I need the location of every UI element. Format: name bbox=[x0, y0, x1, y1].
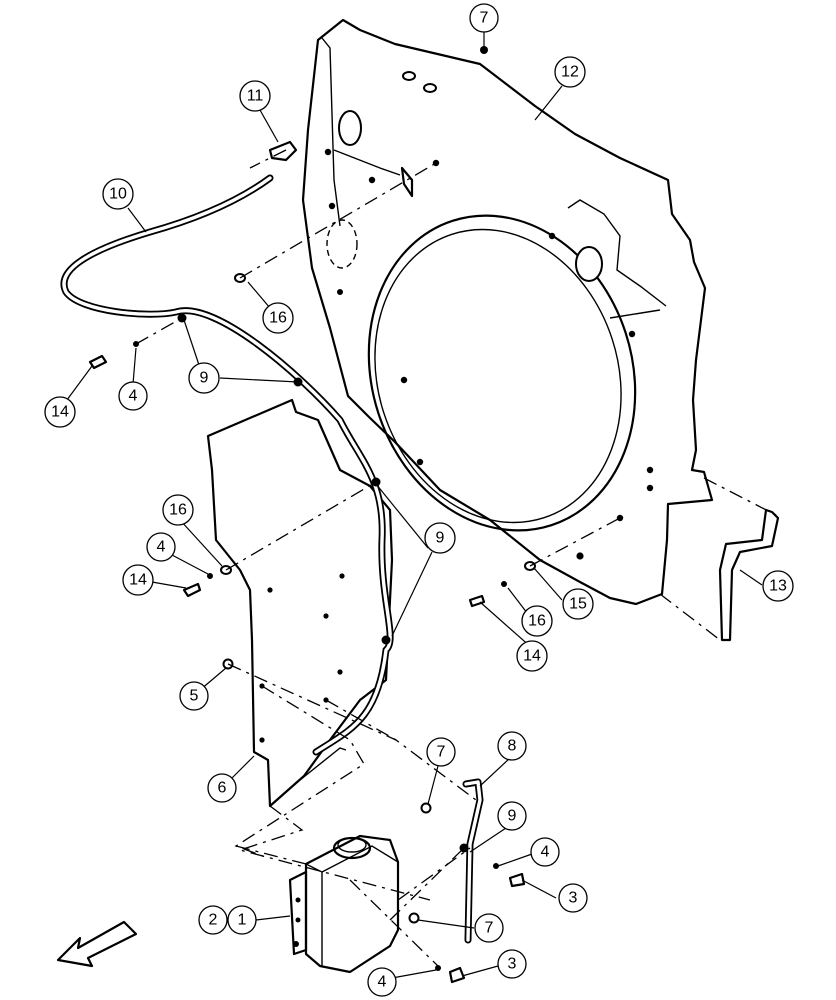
svg-text:3: 3 bbox=[508, 956, 517, 973]
svg-text:7: 7 bbox=[437, 744, 446, 761]
svg-text:16: 16 bbox=[269, 310, 287, 327]
coolant-reservoir bbox=[288, 834, 400, 974]
svg-text:10: 10 bbox=[109, 186, 127, 203]
callout-7-top: 7 bbox=[469, 3, 499, 33]
svg-text:9: 9 bbox=[436, 530, 445, 547]
svg-text:14: 14 bbox=[51, 404, 69, 421]
support-bracket bbox=[718, 508, 780, 642]
svg-text:4: 4 bbox=[378, 974, 387, 991]
callout-16-c: 16 bbox=[521, 605, 553, 637]
nut-4c bbox=[501, 581, 507, 587]
svg-text:3: 3 bbox=[569, 890, 578, 907]
bolt-14b bbox=[182, 582, 202, 598]
overflow-hose bbox=[60, 174, 394, 756]
callout-4-d: 4 bbox=[367, 967, 397, 997]
callout-5: 5 bbox=[179, 681, 209, 711]
callout-9-c: 9 bbox=[424, 522, 456, 554]
svg-text:4: 4 bbox=[541, 844, 550, 861]
svg-text:14: 14 bbox=[129, 572, 147, 589]
svg-text:5: 5 bbox=[190, 688, 199, 705]
nut-4d bbox=[493, 863, 499, 869]
clamp-9c bbox=[371, 477, 381, 487]
reservoir-hose bbox=[462, 778, 484, 944]
callout-6: 6 bbox=[207, 773, 237, 803]
callout-14-c: 14 bbox=[516, 640, 548, 672]
callout-4-a: 4 bbox=[118, 381, 148, 411]
callout-13: 13 bbox=[762, 570, 794, 602]
clamp-9d bbox=[381, 635, 391, 645]
callout-9-d: 9 bbox=[497, 801, 527, 831]
svg-text:12: 12 bbox=[561, 64, 579, 81]
fan-shroud bbox=[301, 18, 714, 606]
nut-7a bbox=[420, 802, 432, 814]
nut-7b bbox=[408, 912, 420, 924]
svg-text:14: 14 bbox=[523, 648, 541, 665]
callout-2: 2 bbox=[198, 905, 228, 935]
callout-12: 12 bbox=[554, 56, 586, 88]
assembly-lines bbox=[135, 149, 779, 969]
nut-4e bbox=[435, 965, 441, 971]
callout-16-a: 16 bbox=[262, 302, 294, 334]
callouts: 7 12 11 10 16 9 9 14 4 16 4 14 9 13 15 1… bbox=[44, 3, 794, 997]
callout-3-b: 3 bbox=[497, 949, 527, 979]
bolt-3a bbox=[508, 872, 526, 888]
callout-14-a: 14 bbox=[44, 396, 76, 428]
svg-text:9: 9 bbox=[508, 808, 517, 825]
svg-text:16: 16 bbox=[528, 613, 546, 630]
callout-9-a: 9 bbox=[188, 362, 220, 394]
svg-text:9: 9 bbox=[200, 370, 209, 387]
bolt-14c bbox=[468, 594, 486, 608]
bolt-3b bbox=[448, 966, 466, 984]
grommet-11 bbox=[268, 140, 298, 162]
svg-text:15: 15 bbox=[569, 596, 587, 613]
callout-7-low: 7 bbox=[474, 913, 504, 943]
callout-14-b: 14 bbox=[122, 564, 154, 596]
svg-text:7: 7 bbox=[480, 10, 489, 27]
svg-text:4: 4 bbox=[157, 539, 166, 556]
callout-1: 1 bbox=[227, 905, 257, 935]
svg-text:7: 7 bbox=[485, 920, 494, 937]
callout-11: 11 bbox=[239, 80, 271, 112]
svg-text:8: 8 bbox=[508, 738, 517, 755]
svg-text:4: 4 bbox=[129, 388, 138, 405]
callout-15: 15 bbox=[562, 588, 594, 620]
svg-text:2: 2 bbox=[209, 912, 218, 929]
nut-4b bbox=[207, 573, 213, 579]
callout-3-a: 3 bbox=[558, 883, 588, 913]
callout-4-b: 4 bbox=[146, 532, 176, 562]
svg-text:6: 6 bbox=[218, 780, 227, 797]
callout-16-b: 16 bbox=[162, 494, 194, 526]
clamp-9a bbox=[177, 313, 187, 323]
leader-lines bbox=[63, 32, 763, 979]
callout-7-mid: 7 bbox=[426, 737, 456, 767]
front-direction-arrow bbox=[56, 920, 138, 968]
bolt-14a bbox=[88, 354, 108, 370]
svg-text:1: 1 bbox=[238, 912, 247, 929]
callout-4-c: 4 bbox=[530, 837, 560, 867]
svg-text:13: 13 bbox=[769, 578, 787, 595]
callout-10: 10 bbox=[102, 178, 134, 210]
svg-text:11: 11 bbox=[247, 88, 264, 105]
svg-text:16: 16 bbox=[169, 502, 187, 519]
callout-8: 8 bbox=[497, 731, 527, 761]
